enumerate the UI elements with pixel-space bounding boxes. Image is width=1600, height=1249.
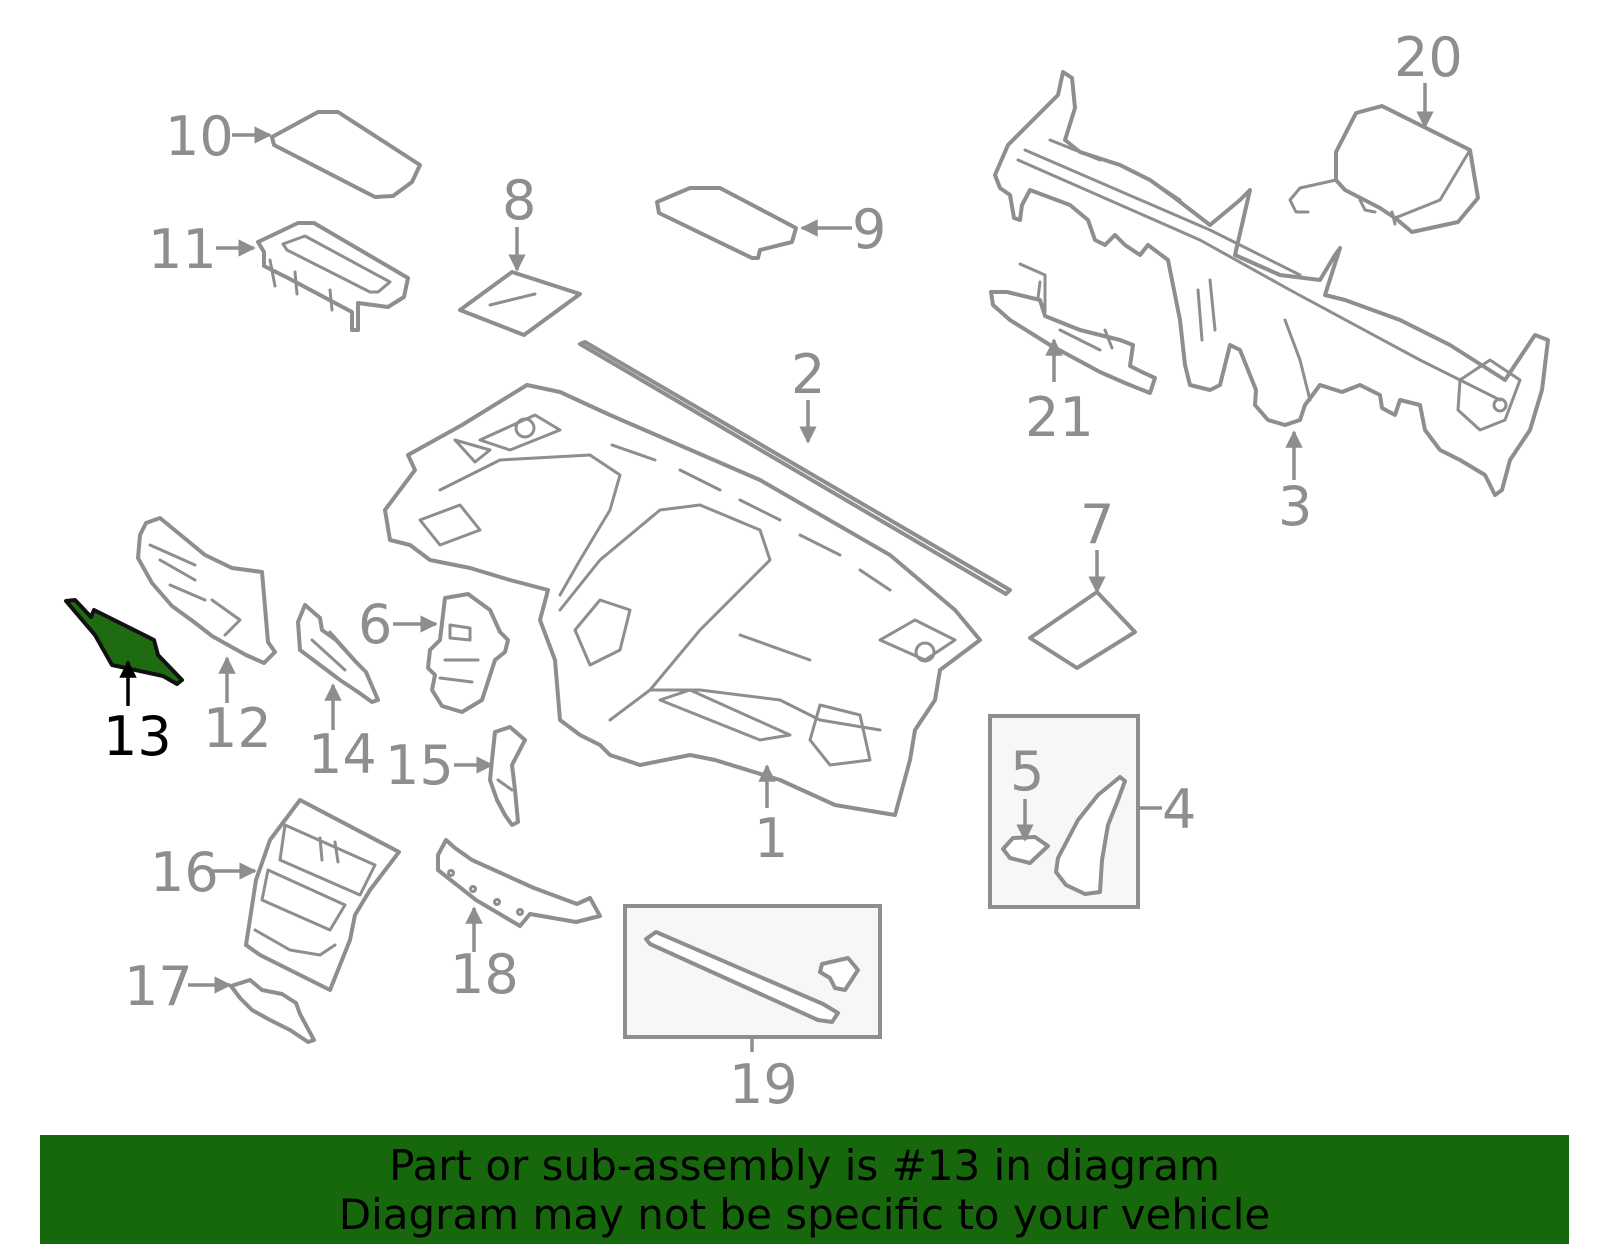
callout-7[interactable]: 7 (1080, 493, 1114, 556)
part-20-illustration[interactable] (1288, 104, 1480, 234)
part-8-illustration[interactable] (458, 270, 582, 337)
info-banner: Part or sub-assembly is #13 in diagram D… (40, 1135, 1569, 1244)
part-10-illustration[interactable] (270, 110, 422, 199)
callout-14[interactable]: 14 (308, 723, 377, 786)
callout-11[interactable]: 11 (148, 218, 217, 281)
callout-6[interactable]: 6 (358, 593, 392, 656)
callout-15[interactable]: 15 (385, 734, 454, 797)
part-13-illustration[interactable] (64, 598, 184, 686)
part-21-illustration[interactable] (989, 262, 1157, 395)
callout-12[interactable]: 12 (203, 697, 272, 760)
part-2-illustration[interactable] (578, 340, 1012, 596)
part-4-illustration[interactable] (1054, 775, 1127, 896)
callout-4[interactable]: 4 (1162, 778, 1196, 841)
banner-line-disclaimer: Diagram may not be specific to your vehi… (338, 1190, 1271, 1239)
leader-lines (119, 83, 1434, 1052)
part-9-illustration[interactable] (655, 186, 798, 260)
callout-19[interactable]: 19 (729, 1053, 798, 1116)
callout-labels: 10 11 8 9 2 20 21 3 7 6 15 12 14 13 1 5 … (103, 26, 1463, 1116)
part-17-illustration[interactable] (229, 978, 316, 1044)
banner-line-part: Part or sub-assembly is #13 in diagram (389, 1141, 1220, 1190)
callout-13[interactable]: 13 (103, 705, 172, 768)
callout-8[interactable]: 8 (502, 169, 536, 232)
callout-20[interactable]: 20 (1394, 26, 1463, 89)
part-5-illustration[interactable] (1001, 835, 1050, 865)
part-14-illustration[interactable] (296, 603, 380, 704)
callout-9[interactable]: 9 (852, 198, 886, 261)
part-6-illustration[interactable] (426, 592, 510, 714)
inset-box-19 (623, 904, 882, 1039)
part-11-illustration[interactable] (256, 221, 410, 332)
part-12-illustration[interactable] (136, 516, 277, 665)
part-16-illustration[interactable] (244, 798, 401, 992)
callout-2[interactable]: 2 (791, 343, 825, 406)
callout-10[interactable]: 10 (165, 105, 234, 168)
part-1-illustration[interactable] (383, 383, 982, 817)
callout-17[interactable]: 17 (124, 955, 193, 1018)
inset-box-4 (988, 714, 1140, 909)
callout-21[interactable]: 21 (1025, 386, 1094, 449)
part-3-illustration[interactable] (993, 70, 1550, 497)
callout-3[interactable]: 3 (1278, 475, 1312, 538)
part-7-illustration[interactable] (1028, 590, 1137, 670)
callout-18[interactable]: 18 (450, 943, 519, 1006)
part-18-illustration[interactable] (436, 838, 602, 928)
part-19-illustration[interactable] (644, 930, 860, 1024)
callout-1[interactable]: 1 (754, 807, 788, 870)
callout-16[interactable]: 16 (150, 841, 219, 904)
callout-5[interactable]: 5 (1010, 740, 1044, 803)
part-15-illustration[interactable] (488, 725, 527, 827)
